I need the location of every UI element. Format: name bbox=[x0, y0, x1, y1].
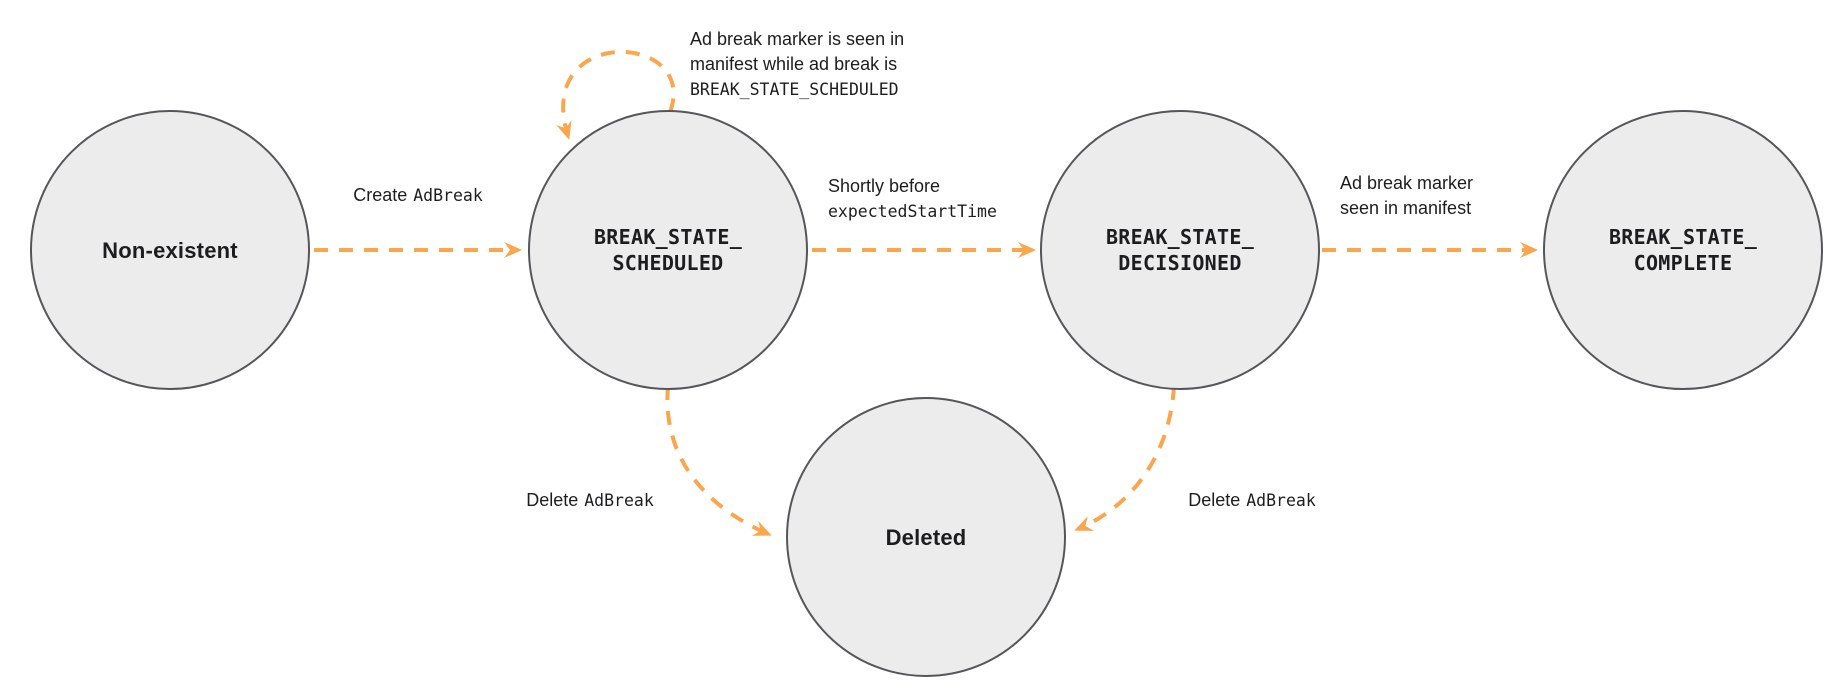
state-label-line1: BREAK_STATE_ bbox=[1608, 225, 1758, 249]
state-circle-break-state-complete: BREAK_STATE_ COMPLETE bbox=[1543, 110, 1823, 390]
state-label-line2: COMPLETE bbox=[1633, 251, 1733, 275]
state-label: Non-existent bbox=[102, 237, 238, 263]
transition-label-complete: Ad break marker seen in manifest bbox=[1340, 171, 1473, 221]
label-line1: Ad break marker is seen in bbox=[690, 29, 905, 49]
label-line1: Ad break marker bbox=[1340, 173, 1474, 193]
label-code-adbreak: AdBreak bbox=[413, 186, 483, 205]
state-circle-deleted: Deleted bbox=[786, 397, 1066, 677]
label-code-expected-start-time: expectedStartTime bbox=[828, 202, 997, 221]
label-text: Delete bbox=[1188, 490, 1241, 510]
transition-label-self-loop: Ad break marker is seen in manifest whil… bbox=[690, 27, 904, 102]
transition-label-delete-left: Delete AdBreak bbox=[500, 488, 680, 513]
state-label: Deleted bbox=[885, 524, 967, 550]
transition-arrow-delete-left bbox=[665, 385, 772, 536]
state-label-line1: BREAK_STATE_ bbox=[1105, 225, 1255, 249]
label-code-break-state-scheduled: BREAK_STATE_SCHEDULED bbox=[690, 80, 899, 99]
state-circle-break-state-scheduled: BREAK_STATE_ SCHEDULED bbox=[528, 110, 808, 390]
transition-arrow-self-loop bbox=[556, 50, 676, 140]
label-line2: seen in manifest bbox=[1340, 198, 1472, 218]
transition-label-create: Create AdBreak bbox=[306, 183, 530, 208]
label-text: Shortly before bbox=[828, 176, 941, 196]
state-label-line1: BREAK_STATE_ bbox=[593, 225, 743, 249]
state-label-line2: DECISIONED bbox=[1118, 251, 1242, 275]
label-text: Create bbox=[353, 185, 408, 205]
label-text: Delete bbox=[526, 490, 579, 510]
label-code-adbreak: AdBreak bbox=[584, 491, 654, 510]
state-label-line2: SCHEDULED bbox=[612, 251, 724, 275]
transition-arrow-delete-right bbox=[1074, 385, 1176, 531]
label-line2: manifest while ad break is bbox=[690, 54, 898, 74]
state-circle-break-state-decisioned: BREAK_STATE_ DECISIONED bbox=[1040, 110, 1320, 390]
transition-label-decision: Shortly before expectedStartTime bbox=[828, 174, 997, 224]
transition-label-delete-right: Delete AdBreak bbox=[1162, 488, 1342, 513]
label-code-adbreak: AdBreak bbox=[1246, 491, 1316, 510]
state-circle-non-existent: Non-existent bbox=[30, 110, 310, 390]
